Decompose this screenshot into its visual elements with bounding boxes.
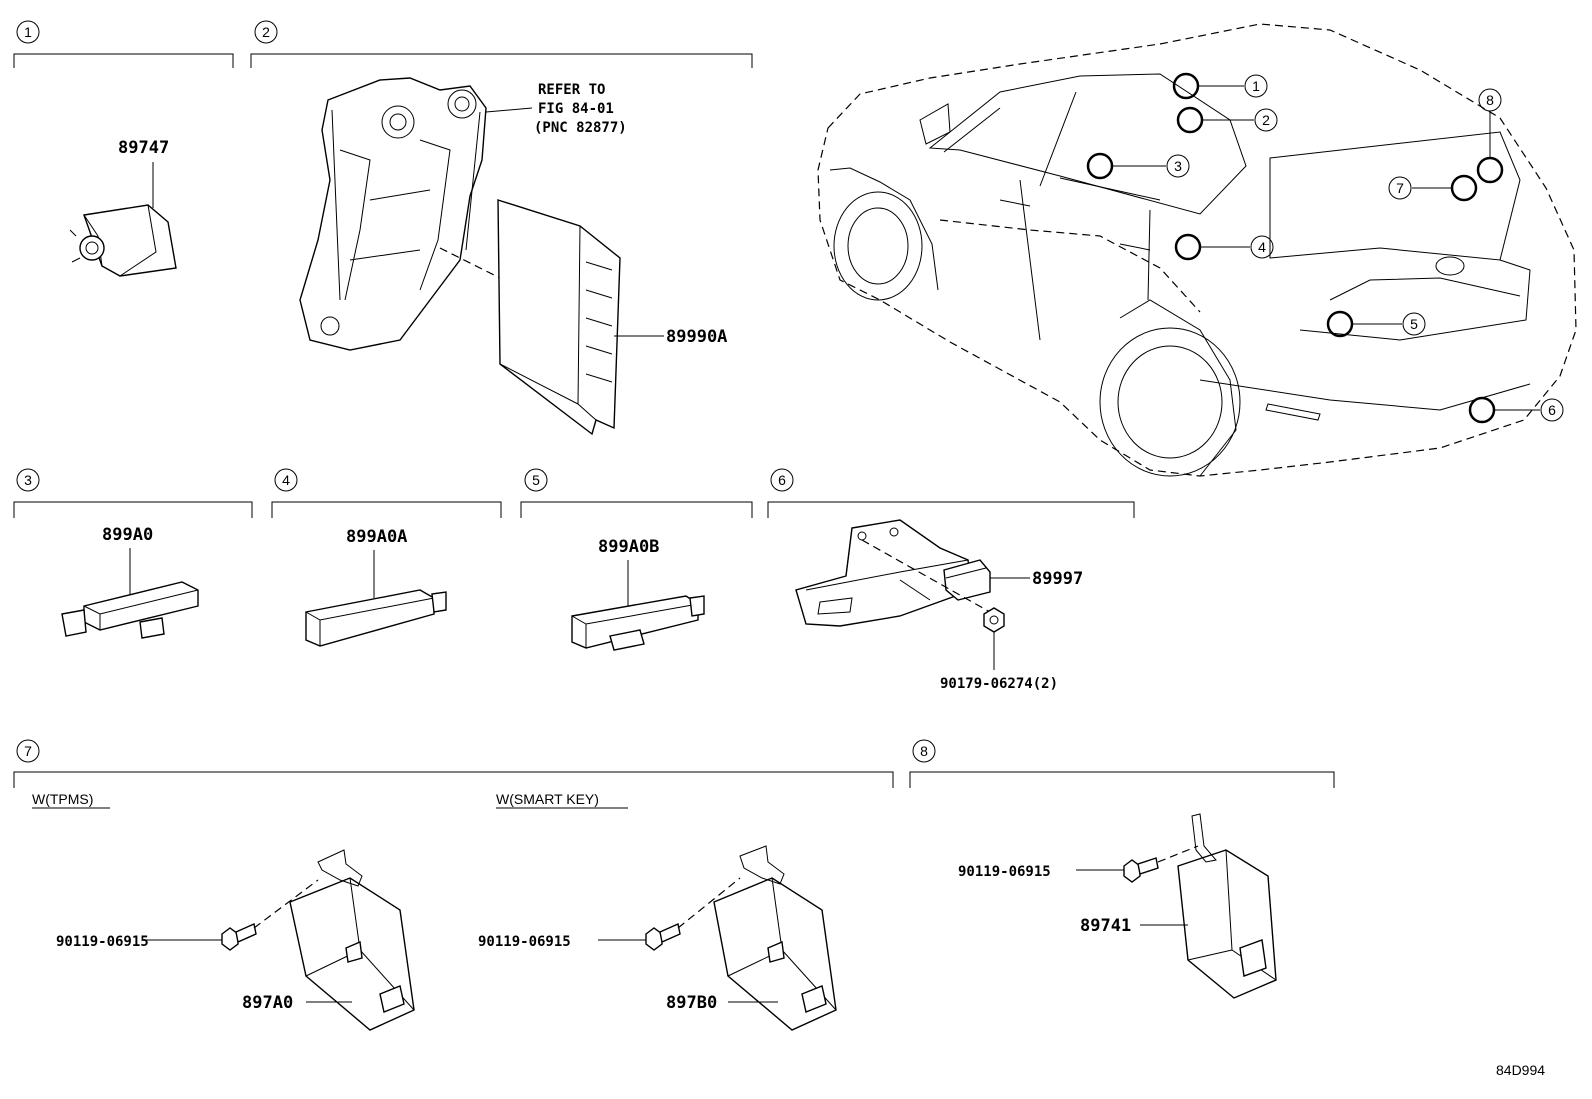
vehicle-callout-8: 8 <box>1486 92 1494 108</box>
bolt-90119-smart-key-drawing <box>645 923 681 951</box>
section-5-number: 5 <box>532 472 540 488</box>
vehicle-callout-6-marker <box>1468 396 1496 424</box>
part-897B0-drawing <box>713 845 837 1031</box>
section-6: 6 89997 90179-06274(2) <box>767 468 1135 692</box>
vehicle-callout-8-marker <box>1476 156 1504 184</box>
part-89990A-label: 89990A <box>666 327 727 347</box>
refer-line-1: REFER TO <box>538 82 605 98</box>
vehicle-callout-2: 2 <box>1262 112 1270 128</box>
junction-block-bracket-drawing <box>299 77 487 351</box>
section-7: 7 W(TPMS) W(SMART KEY) 90119-06915 897A0 <box>13 739 894 1031</box>
vehicle-callout-5: 5 <box>1410 316 1418 332</box>
vehicle-callout-6: 6 <box>1548 402 1556 418</box>
part-90119-06915-tpms-label: 90119-06915 <box>56 934 149 950</box>
part-897A0-label: 897A0 <box>242 993 293 1013</box>
vehicle-drawing: 1 2 3 4 5 6 7 8 <box>817 23 1577 477</box>
part-899A0-drawing <box>61 581 199 639</box>
vehicle-callout-4: 4 <box>1258 239 1266 255</box>
section-5: 5 899A0B <box>520 468 753 651</box>
caption-tpms: W(TPMS) <box>32 791 93 807</box>
part-89997-drawing <box>943 559 991 601</box>
vehicle-callout-7-marker <box>1450 174 1478 202</box>
part-89741-label: 89741 <box>1080 916 1131 936</box>
part-897B0-label: 897B0 <box>666 993 717 1013</box>
section-4: 4 899A0A <box>271 468 502 647</box>
part-89997-label: 89997 <box>1032 569 1083 589</box>
part-899A0A-drawing <box>305 589 447 647</box>
vehicle-callout-1: 1 <box>1252 78 1260 94</box>
caption-smart-key: W(SMART KEY) <box>496 791 599 807</box>
part-89997-bracket-drawing <box>795 519 973 627</box>
refer-line-3: (PNC 82877) <box>534 120 627 136</box>
part-89747-label: 89747 <box>118 138 169 158</box>
vehicle-callout-7: 7 <box>1396 180 1404 196</box>
section-3: 3 899A0 <box>13 468 253 639</box>
part-89747-drawing <box>69 204 177 277</box>
refer-line-2: FIG 84-01 <box>538 101 614 117</box>
part-89741-drawing <box>1177 813 1277 999</box>
part-899A0B-drawing <box>571 595 705 651</box>
section-3-number: 3 <box>24 472 32 488</box>
section-1-number: 1 <box>24 24 32 40</box>
nut-90179-drawing <box>983 607 1005 633</box>
vehicle-callout-4-marker <box>1174 233 1202 261</box>
section-2-number: 2 <box>262 24 270 40</box>
section-7-number: 7 <box>24 743 32 759</box>
part-899A0-label: 899A0 <box>102 525 153 545</box>
part-90119-06915-89741-label: 90119-06915 <box>958 864 1051 880</box>
part-897A0-drawing <box>289 849 415 1031</box>
section-6-number: 6 <box>778 472 786 488</box>
section-8: 8 90119-06915 89741 <box>909 739 1335 999</box>
part-90119-06915-smart-key-label: 90119-06915 <box>478 934 571 950</box>
bolt-90119-tpms-drawing <box>221 923 257 951</box>
part-899A0B-label: 899A0B <box>598 537 659 557</box>
part-899A0A-label: 899A0A <box>346 527 407 547</box>
vehicle-callout-3: 3 <box>1174 158 1182 174</box>
diagram-code: 84D994 <box>1496 1062 1545 1078</box>
section-8-number: 8 <box>920 743 928 759</box>
section-2: 2 REFER TO FIG 84-01 (PNC 82877) 89990A <box>250 20 753 436</box>
bolt-90119-89741-drawing <box>1123 857 1159 883</box>
part-89990A-drawing <box>497 199 621 436</box>
vehicle-callout-3-marker <box>1086 152 1114 180</box>
part-90179-06274-label: 90179-06274(2) <box>940 676 1058 692</box>
vehicle-callout-2-marker <box>1176 106 1204 134</box>
vehicle-callout-5-marker <box>1326 310 1354 338</box>
section-4-number: 4 <box>282 472 290 488</box>
section-1: 1 89747 <box>13 20 234 277</box>
